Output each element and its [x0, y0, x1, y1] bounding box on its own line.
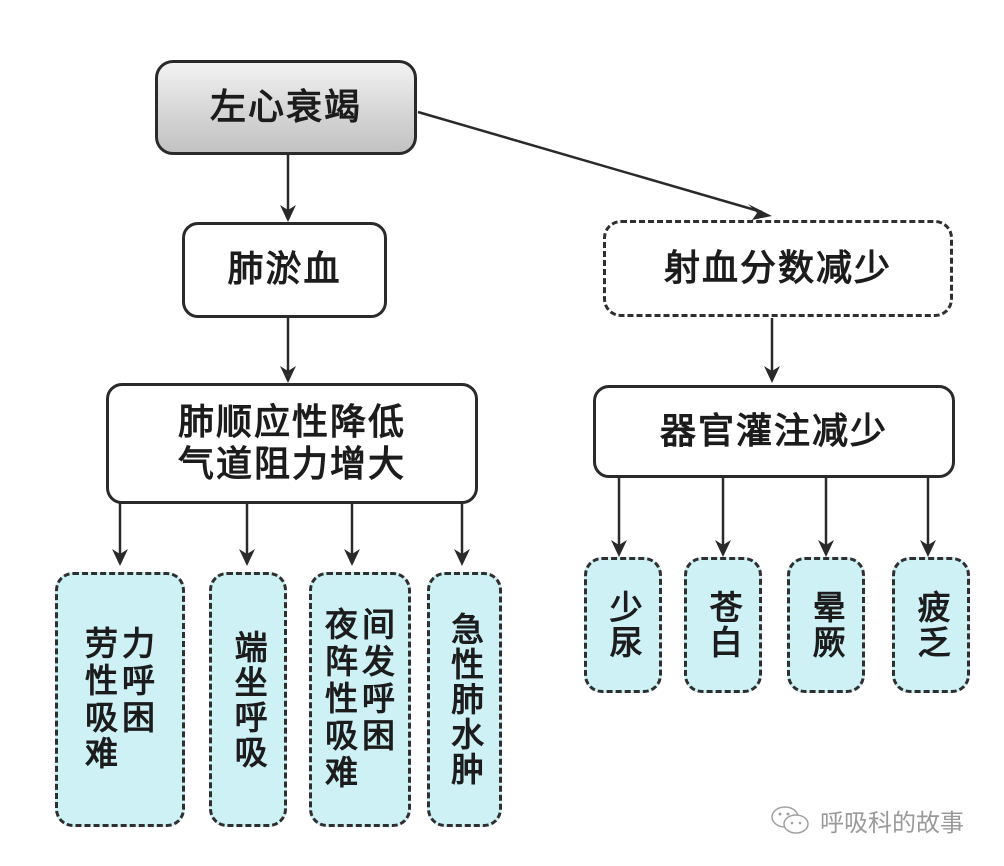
symptom-text: 力呼困 [122, 623, 155, 737]
arrowhead [748, 204, 772, 220]
symptom-text: 端坐呼吸 [229, 629, 269, 770]
arrowhead [764, 366, 780, 383]
arrowhead [454, 549, 470, 566]
arrowhead [715, 540, 731, 557]
symptom-col1: 夜阵性吸难 [325, 605, 358, 792]
symptom-text: 苍白 [704, 590, 744, 660]
node-compliance-airway: 肺顺应性降低 气道阻力增大 [106, 383, 478, 504]
symptom-col1: 劳性吸难 [85, 623, 118, 774]
glyph: 性 [325, 679, 358, 719]
glyph: 吸 [325, 715, 358, 755]
symptom-syncope: 晕厥 [787, 557, 865, 693]
glyph: 困 [122, 697, 155, 737]
symptom-exertional-dyspnea: 劳性吸难 力呼困 [55, 572, 185, 827]
node-label: 左心衰竭 [209, 86, 362, 128]
symptom-fatigue: 疲乏 [892, 557, 970, 693]
arrowhead [344, 549, 360, 566]
arrowhead [280, 205, 296, 222]
symptom-pallor: 苍白 [684, 557, 762, 693]
symptom-acute-pulmonary-edema: 急性肺水肿 [427, 572, 502, 827]
glyph: 吸 [85, 697, 118, 737]
symptom-text: 夜阵性吸难 [325, 605, 358, 792]
node-label-line1: 肺顺应性降低 [177, 402, 406, 444]
symptom-text: 间发呼困 [362, 605, 395, 755]
glyph: 力 [122, 623, 155, 663]
symptom-text: 少尿 [604, 590, 644, 660]
symptom-col2: 力呼困 [122, 623, 155, 737]
watermark: 呼吸科的故事 [770, 803, 964, 838]
symptom-orthopnea: 端坐呼吸 [209, 572, 287, 827]
glyph: 夜 [325, 605, 358, 645]
arrow-root-to-ejection-fraction [417, 110, 763, 214]
node-label: 射血分数减少 [663, 247, 892, 289]
symptom-oliguria: 少尿 [584, 557, 662, 693]
node-ejection-fraction-reduced: 射血分数减少 [603, 220, 953, 317]
node-label: 肺淤血 [227, 249, 342, 291]
node-left-heart-failure: 左心衰竭 [155, 60, 417, 155]
arrowhead [112, 549, 128, 566]
node-pulmonary-congestion: 肺淤血 [182, 222, 387, 318]
node-label: 器官灌注减少 [659, 410, 888, 452]
glyph: 发 [362, 642, 395, 682]
symptom-text: 晕厥 [807, 590, 847, 660]
glyph: 难 [85, 734, 118, 774]
symptom-text: 疲乏 [912, 590, 952, 660]
symptom-text: 劳性吸难 [85, 623, 118, 774]
symptom-text: 急性肺水肿 [445, 612, 485, 787]
glyph: 呼 [122, 660, 155, 700]
node-organ-perfusion-reduced: 器官灌注减少 [593, 385, 955, 478]
glyph: 难 [325, 752, 358, 792]
glyph: 劳 [85, 623, 118, 663]
arrowhead [611, 540, 627, 557]
arrowhead [239, 549, 255, 566]
watermark-text: 呼吸科的故事 [820, 809, 964, 837]
symptom-paroxysmal-nocturnal-dyspnea: 夜阵性吸难 间发呼困 [309, 572, 411, 827]
wechat-icon [771, 805, 809, 834]
arrowhead [920, 540, 936, 557]
arrowhead [280, 366, 296, 383]
glyph: 性 [85, 660, 118, 700]
glyph: 呼 [362, 679, 395, 719]
symptom-col2: 间发呼困 [362, 605, 395, 755]
glyph: 阵 [325, 642, 358, 682]
glyph: 间 [362, 605, 395, 645]
node-label-line2: 气道阻力增大 [177, 443, 406, 485]
glyph: 困 [362, 715, 395, 755]
arrowhead [818, 540, 834, 557]
